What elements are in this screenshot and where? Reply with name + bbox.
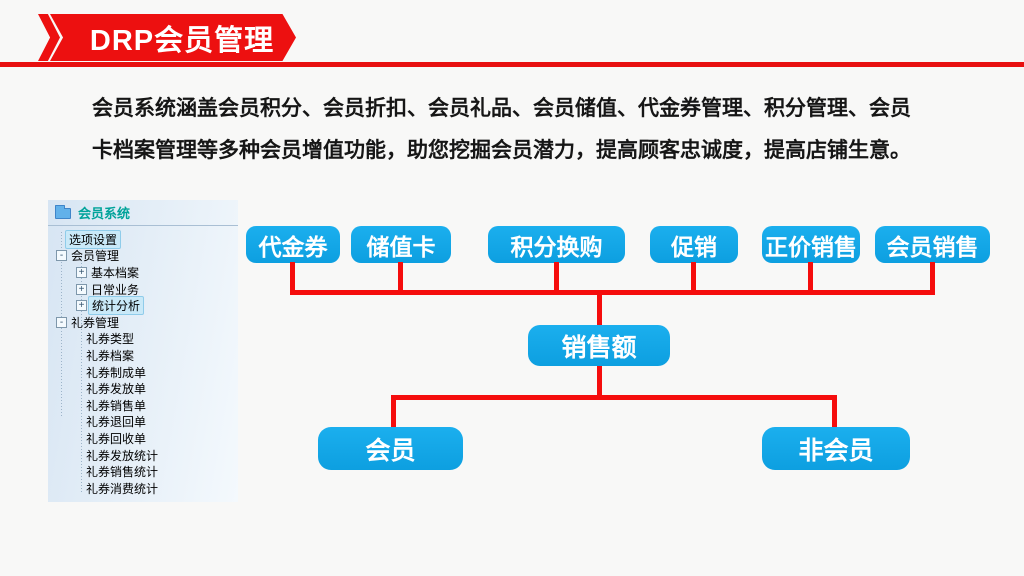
- tree-item-daily-business[interactable]: + 日常业务: [76, 281, 238, 298]
- intro-text: 会员系统涵盖会员积分、会员折扣、会员礼品、会员储值、代金券管理、积分管理、会员 …: [92, 88, 942, 172]
- header-rule: [0, 62, 1024, 67]
- member-system-tree-panel: 会员系统 选项设置 - 会员管理 + 基本档案 + 日常业务 + 统计分析: [48, 200, 238, 502]
- connector-line: [290, 290, 935, 295]
- connector-line: [597, 295, 602, 325]
- tree-item-member-management[interactable]: - 会员管理: [56, 248, 238, 265]
- connector-line: [391, 395, 837, 400]
- tree-item-voucher-issue[interactable]: 礼券发放单: [86, 382, 147, 397]
- tree-item-voucher-making[interactable]: 礼券制成单: [86, 365, 147, 380]
- expand-expander-icon[interactable]: +: [76, 300, 87, 312]
- tree-item-voucher-type[interactable]: 礼券类型: [86, 332, 135, 347]
- connector-line: [391, 400, 396, 427]
- page-title: DRP会员管理: [89, 24, 275, 57]
- node-points-redemption: 积分换购: [488, 226, 625, 263]
- tree-item-voucher-return[interactable]: 礼券退回单: [86, 415, 147, 430]
- connector-line: [930, 262, 935, 295]
- intro-line-1: 会员系统涵盖会员积分、会员折扣、会员礼品、会员储值、代金券管理、积分管理、会员: [92, 97, 911, 120]
- collapse-expander-icon[interactable]: -: [56, 316, 67, 328]
- node-member: 会员: [318, 427, 463, 470]
- node-member-sales: 会员销售: [875, 226, 990, 263]
- node-stored-value-card: 储值卡: [351, 226, 451, 263]
- tree-root-label: 会员系统: [78, 206, 131, 221]
- node-sales-amount: 销售额: [528, 325, 670, 366]
- tree-item-voucher-consume-stats[interactable]: 礼券消费统计: [86, 481, 159, 496]
- tree: 选项设置 - 会员管理 + 基本档案 + 日常业务 + 统计分析 - 礼券管理: [48, 226, 238, 497]
- intro-line-2: 卡档案管理等多种会员增值功能，助您挖掘会员潜力，提高顾客忠诚度，提高店铺生意。: [92, 139, 911, 162]
- node-non-member: 非会员: [762, 427, 910, 470]
- node-promotion: 促销: [650, 226, 738, 263]
- connector-line: [691, 262, 696, 295]
- node-voucher: 代金券: [246, 226, 340, 263]
- tree-item-voucher-issue-stats[interactable]: 礼券发放统计: [86, 448, 159, 463]
- tree-item-voucher-sales-stats[interactable]: 礼券销售统计: [86, 465, 159, 480]
- collapse-expander-icon[interactable]: -: [56, 250, 67, 262]
- tree-item-basic-files[interactable]: + 基本档案: [76, 264, 238, 281]
- tree-root[interactable]: 会员系统: [48, 200, 238, 226]
- tree-item-statistics-analysis[interactable]: + 统计分析: [76, 296, 238, 316]
- expand-expander-icon[interactable]: +: [76, 266, 87, 278]
- tree-item-voucher-recycle[interactable]: 礼券回收单: [86, 431, 147, 446]
- connector-line: [398, 262, 403, 295]
- expand-expander-icon[interactable]: +: [76, 283, 87, 295]
- connector-line: [808, 262, 813, 295]
- node-full-price-sales: 正价销售: [762, 226, 860, 263]
- folder-icon: [55, 205, 71, 219]
- connector-line: [832, 400, 837, 427]
- connector-line: [290, 262, 295, 295]
- title-banner: DRP会员管理: [50, 14, 296, 61]
- tree-item-voucher-file[interactable]: 礼券档案: [86, 348, 135, 363]
- tree-item-voucher-management[interactable]: - 礼券管理: [56, 314, 238, 331]
- connector-line: [597, 366, 602, 395]
- tree-item-voucher-sales[interactable]: 礼券销售单: [86, 398, 147, 413]
- tree-item-options-settings[interactable]: 选项设置: [65, 229, 238, 249]
- connector-line: [554, 262, 559, 295]
